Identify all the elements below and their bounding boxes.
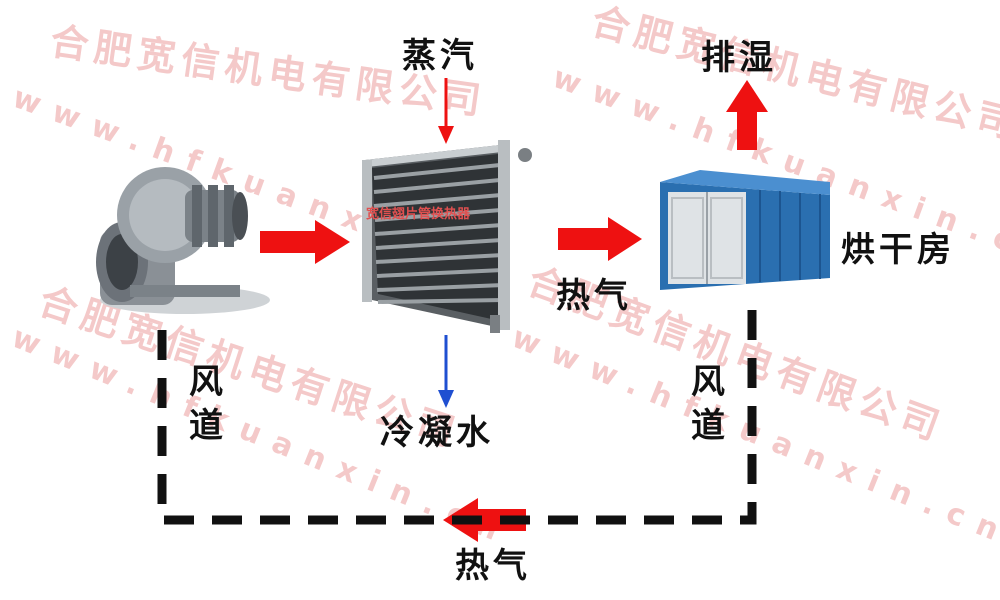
hot-air-bottom-label: 热气 — [455, 546, 531, 586]
arrow-steam-down — [438, 78, 454, 144]
exhaust-humidity-label: 排湿 — [701, 38, 777, 78]
arrow-condensate-down — [438, 335, 454, 408]
duct-right-label: 风 道 — [691, 362, 725, 446]
exchanger-nameplate: 宽信翅片管换热器 — [366, 207, 471, 222]
dashed-air-duct — [157, 310, 757, 525]
arrow-fan-to-exchanger — [260, 220, 350, 264]
steam-label: 蒸汽 — [402, 36, 478, 76]
drying-room-image — [660, 170, 830, 290]
blower-fan-image — [96, 167, 270, 314]
finned-heat-exchanger-image — [362, 140, 532, 333]
arrow-exhaust-up — [726, 80, 768, 150]
hot-air-top-label: 热气 — [556, 276, 632, 316]
duct-left-label: 风 道 — [189, 362, 223, 446]
condensate-label: 冷凝水 — [380, 413, 494, 453]
drying-room-label: 烘干房 — [841, 230, 955, 270]
arrow-exchanger-to-room — [558, 217, 642, 261]
